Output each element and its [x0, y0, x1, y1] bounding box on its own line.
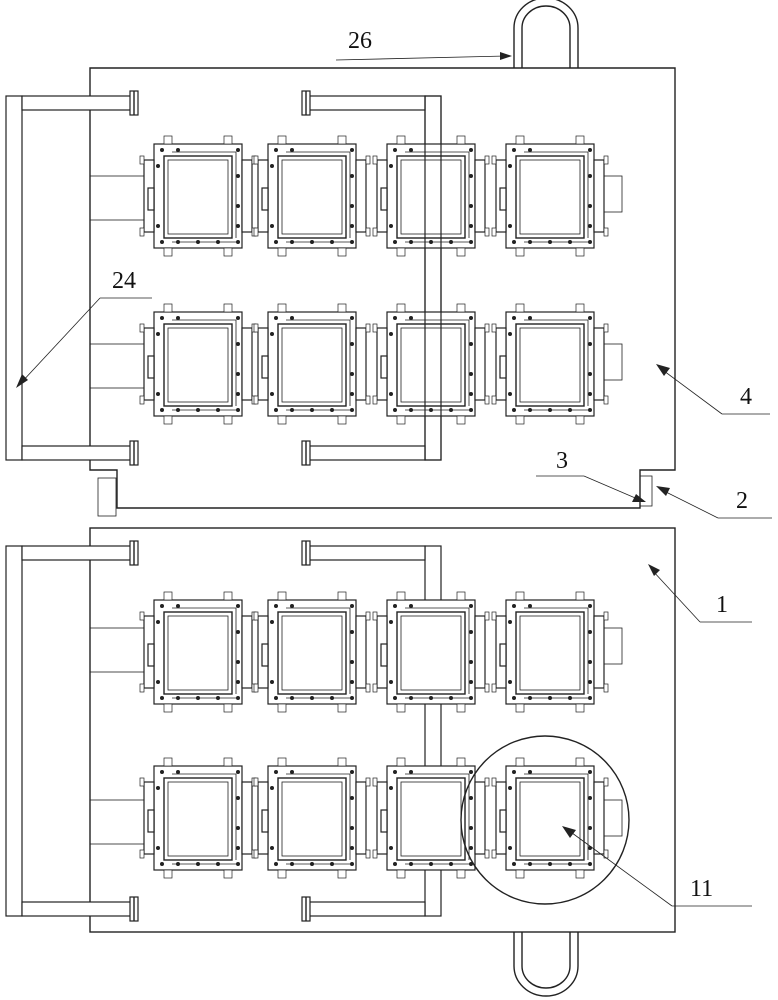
- label-3: 3: [556, 448, 568, 474]
- bottom-handle: [514, 932, 578, 996]
- top-plate: [6, 68, 675, 516]
- label-2: 2: [736, 488, 748, 514]
- bottom-plate: [6, 528, 675, 932]
- label-4: 4: [740, 384, 752, 410]
- label-26: 26: [348, 28, 372, 54]
- label-24: 24: [112, 268, 136, 294]
- label-1: 1: [716, 592, 728, 618]
- top-handle: [514, 0, 578, 68]
- label-11: 11: [690, 876, 713, 902]
